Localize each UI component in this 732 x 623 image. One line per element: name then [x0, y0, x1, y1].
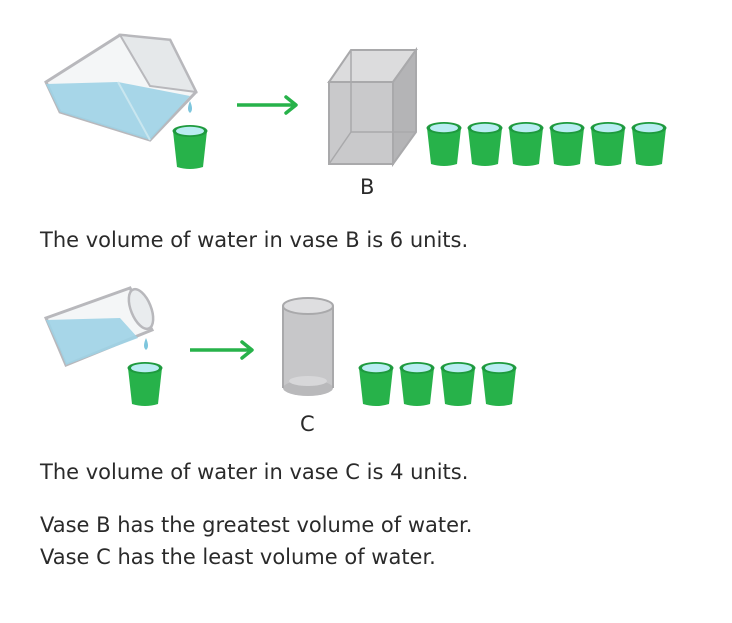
cup-icon — [440, 362, 476, 406]
cylinder-vase-icon — [282, 297, 334, 396]
cup-icon — [508, 122, 544, 166]
arrow-right-icon — [237, 95, 298, 115]
pouring-jug-icon — [44, 33, 198, 142]
cup-icon — [467, 122, 503, 166]
vase-b-sentence: The volume of water in vase B is 6 units… — [40, 228, 469, 252]
vase-b-label: B — [360, 175, 375, 199]
cup-icon — [590, 122, 626, 166]
cup-icon — [172, 125, 208, 169]
cup-icon — [426, 122, 462, 166]
cup-icon — [127, 362, 163, 406]
cup-icon — [399, 362, 435, 406]
pouring-jug-icon — [43, 286, 155, 367]
arrow-right-icon — [190, 340, 254, 360]
cup-row-b — [426, 122, 667, 166]
box-vase-icon — [327, 46, 418, 168]
water-drop-icon — [188, 101, 192, 113]
conclusion-line-2: Vase C has the least volume of water. — [40, 545, 436, 569]
cup-row-c — [358, 362, 517, 406]
water-drop-icon — [144, 338, 148, 350]
cup-icon — [549, 122, 585, 166]
vase-c-label: C — [300, 412, 315, 436]
cup-icon — [481, 362, 517, 406]
conclusion-line-1: Vase B has the greatest volume of water. — [40, 513, 473, 537]
vase-c-sentence: The volume of water in vase C is 4 units… — [40, 460, 469, 484]
cup-icon — [358, 362, 394, 406]
cup-icon — [631, 122, 667, 166]
